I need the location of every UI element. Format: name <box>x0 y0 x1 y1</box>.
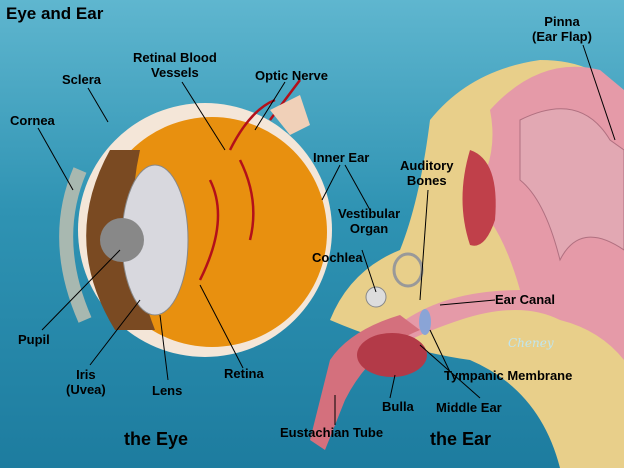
label-cornea: Cornea <box>10 113 55 128</box>
ear-illustration <box>310 60 624 468</box>
label-optic-nerve: Optic Nerve <box>255 68 328 83</box>
label-ear-canal: Ear Canal <box>495 292 555 307</box>
label-iris: Iris (Uvea) <box>66 367 106 397</box>
label-tympanic-membrane: Tympanic Membrane <box>444 368 573 383</box>
label-cochlea: Cochlea <box>312 250 363 265</box>
label-pupil: Pupil <box>18 332 50 347</box>
label-middle-ear: Middle Ear <box>436 400 502 415</box>
label-lens: Lens <box>152 383 183 398</box>
label-vestibular-organ: Vestibular Organ <box>338 206 401 236</box>
label-auditory-bones: Auditory Bones <box>400 158 454 188</box>
label-sclera: Sclera <box>62 72 102 87</box>
caption-eye: the Eye <box>124 429 189 449</box>
label-retinal-blood-vessels: Retinal Blood Vessels <box>133 50 217 80</box>
caption-ear: the Ear <box>430 429 492 449</box>
artist-signature: Cheney <box>508 336 554 350</box>
label-retina: Retina <box>224 366 264 381</box>
leader-lines <box>37 44 616 425</box>
label-bulla: Bulla <box>382 399 414 414</box>
diagram-title: Eye and Ear <box>6 4 104 23</box>
label-eustachian-tube: Eustachian Tube <box>280 425 384 440</box>
label-pinna: Pinna (Ear Flap) <box>532 14 592 44</box>
eye-illustration <box>59 79 332 357</box>
label-inner-ear: Inner Ear <box>313 150 370 165</box>
